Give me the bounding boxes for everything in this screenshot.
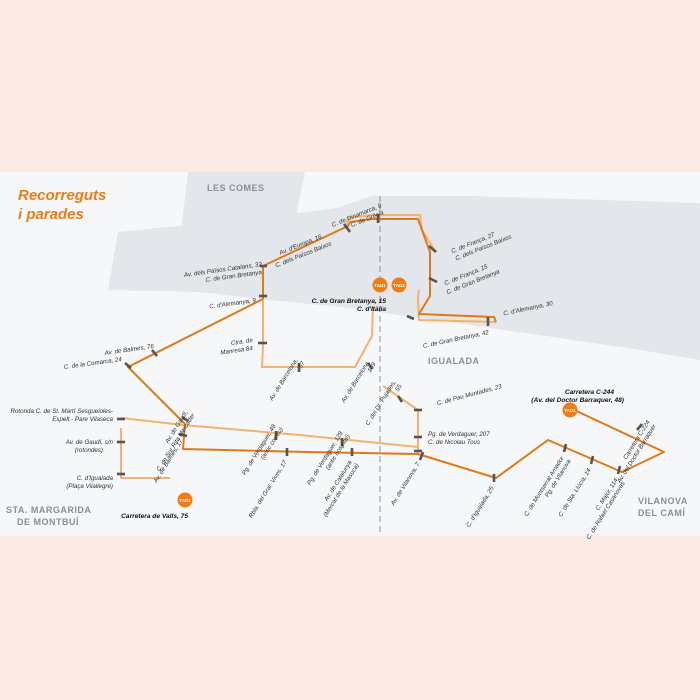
- stop-label: 55: [394, 383, 404, 393]
- zone-igualada: IGUALADA: [428, 356, 480, 366]
- stop-label: Pg. de Verdaguer, 207: [428, 431, 490, 438]
- tad-badge-label: TAD1: [179, 498, 191, 503]
- zone-sta-margarida-line2: DE MONTBUÍ: [17, 517, 79, 527]
- tad-badge-3: TAD1: [562, 402, 578, 418]
- stop-label: C. de Gran Bretanya, 15: [312, 298, 387, 305]
- stop-label: Rotonda C. de St. Martí Sesgueioles-: [11, 408, 114, 415]
- stop-label: Ctra. de: [231, 337, 254, 347]
- stop-label: 57: [297, 360, 307, 370]
- zone-les-comes: LES COMES: [207, 183, 265, 193]
- stop-label: C. d'Igualada: [77, 475, 114, 482]
- stop-label: Manresa 84: [220, 345, 254, 357]
- stop-label: (rotondes): [75, 447, 103, 454]
- tad-badge-2: TAD2: [391, 277, 407, 293]
- stop-label: 109: [366, 361, 378, 374]
- tad-badge-label: TAD1: [564, 408, 576, 413]
- zone-vilanova-line1: VILANOVA: [638, 496, 688, 506]
- tad-badge-label: TAD2: [393, 283, 405, 288]
- tad-badge-4: TAD1: [177, 492, 193, 508]
- stop-label: Carretera C-244: [565, 389, 614, 396]
- map-title-line2: i parades: [18, 206, 84, 223]
- map-title-line1: Recorreguts: [18, 187, 106, 204]
- tad-badge-1: TAD1: [372, 277, 388, 293]
- stop-label: Espelt - Pare Vilaseca: [52, 416, 113, 423]
- igualada-district: [108, 196, 700, 360]
- stop-label: C. de Nicolau Tous: [428, 439, 480, 446]
- zone-vilanova-line2: DEL CAMÍ: [638, 508, 685, 518]
- stop-markers: [117, 214, 643, 482]
- stop-label: (Plaça Vilallegre): [66, 483, 113, 490]
- stop-label: C. d'Itàlia: [357, 306, 386, 313]
- stop-label: (Av. del Doctor Barraquer, 48): [531, 397, 624, 404]
- stop-label: Av. de Gaudí, s/n: [65, 439, 114, 446]
- zone-sta-margarida-line1: STA. MARGARIDA: [6, 505, 91, 515]
- route-dark: [127, 218, 665, 479]
- stop-label: Carretera de Valls, 75: [121, 513, 188, 520]
- tad-badge-label: TAD1: [374, 283, 386, 288]
